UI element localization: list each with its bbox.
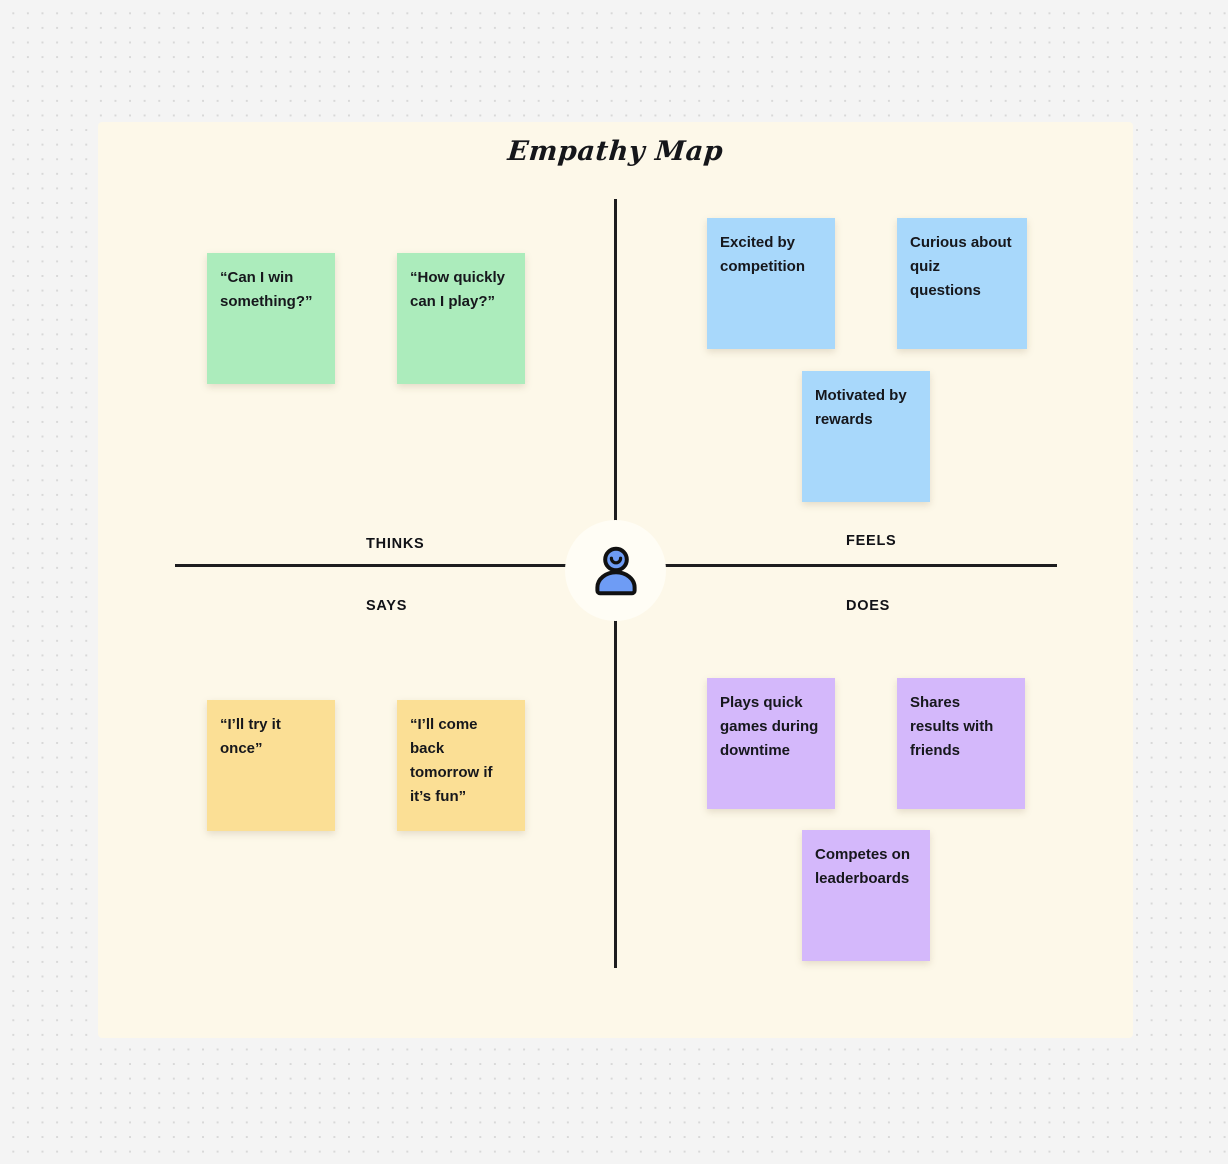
sticky-note-feels-2[interactable]: Curious about quiz questions [897, 218, 1027, 349]
sticky-note-feels-3[interactable]: Motivated by rewards [802, 371, 930, 502]
sticky-note-feels-1[interactable]: Excited by competition [707, 218, 835, 349]
sticky-note-does-2[interactable]: Shares results with friends [897, 678, 1025, 809]
quadrant-label-thinks: THINKS [366, 536, 425, 552]
sticky-note-thinks-1[interactable]: “Can I win something?” [207, 253, 335, 384]
quadrant-label-does: DOES [846, 598, 891, 614]
sticky-note-thinks-2[interactable]: “How quickly can I play?” [397, 253, 525, 384]
person-avatar-icon [585, 540, 647, 602]
sticky-note-does-3[interactable]: Competes on leaderboards [802, 830, 930, 961]
sticky-note-does-1[interactable]: Plays quick games during downtime [707, 678, 835, 809]
quadrant-label-says: SAYS [366, 598, 408, 614]
sticky-note-says-2[interactable]: “I’ll come back tomorrow if it’s fun” [397, 700, 525, 831]
persona-avatar[interactable] [565, 520, 666, 621]
quadrant-label-feels: FEELS [846, 533, 897, 549]
sticky-note-says-1[interactable]: “I’ll try it once” [207, 700, 335, 831]
page-title: Empathy Map [506, 136, 725, 167]
empathy-map-canvas: Empathy Map THINKS FEELS SAYS DOES “Can … [98, 122, 1133, 1038]
